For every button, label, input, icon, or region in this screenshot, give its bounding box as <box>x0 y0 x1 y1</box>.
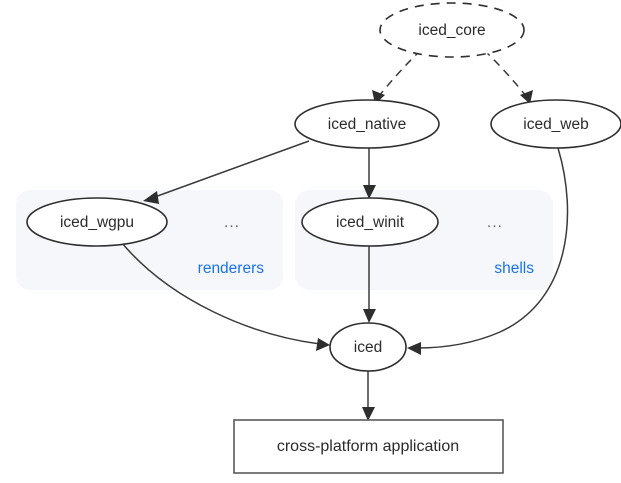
edge-wgpu-to-iced-arrowhead <box>316 338 330 351</box>
node-iced-native[interactable]: iced_native <box>294 99 440 149</box>
edge-web-to-iced-line <box>416 147 569 349</box>
edge-native-to-winit-arrowhead <box>363 185 376 199</box>
node-iced-web-shape[interactable] <box>490 99 621 149</box>
shells-more-indicator: ... <box>487 214 503 231</box>
node-iced-native-label: iced_native <box>328 116 406 133</box>
renderers-more-indicator: ... <box>224 214 240 231</box>
edge-web-to-iced <box>407 147 569 355</box>
edge-native-to-winit <box>363 148 376 199</box>
node-iced[interactable]: iced <box>329 322 407 372</box>
edge-wgpu-to-iced <box>121 242 330 351</box>
node-cross-platform-application[interactable]: cross-platform application <box>233 419 504 474</box>
edge-web-to-iced-arrowhead <box>407 342 421 355</box>
edge-core-to-web-line <box>483 49 527 97</box>
node-iced-wgpu-shape[interactable] <box>26 197 168 247</box>
cluster-shells-label: shells <box>494 260 534 277</box>
node-iced-native-shape[interactable] <box>294 99 440 149</box>
node-iced-winit-shape[interactable] <box>301 197 439 247</box>
node-iced-core[interactable]: iced_core <box>379 2 525 58</box>
edge-native-to-wgpu <box>143 140 310 204</box>
node-iced-label: iced <box>354 339 382 356</box>
node-iced-wgpu-label: iced_wgpu <box>60 214 134 231</box>
node-iced-web-label: iced_web <box>523 116 589 133</box>
node-cross-platform-application-label: cross-platform application <box>277 438 459 455</box>
node-iced-shape[interactable] <box>329 322 407 372</box>
node-iced-wgpu[interactable]: iced_wgpu <box>26 197 168 247</box>
node-iced-web[interactable]: iced_web <box>490 99 621 149</box>
node-iced-winit[interactable]: iced_winit <box>301 197 439 247</box>
edge-winit-to-iced-arrowhead <box>363 309 376 323</box>
edge-core-to-native-line <box>378 49 422 97</box>
node-iced-core-shape[interactable] <box>379 2 525 58</box>
node-iced-core-label: iced_core <box>418 22 485 39</box>
edge-iced-to-app-arrowhead <box>362 407 375 421</box>
edge-iced-to-app <box>362 371 375 421</box>
node-iced-winit-label: iced_winit <box>336 214 405 231</box>
edge-core-to-web-arrowhead <box>520 90 533 104</box>
edge-native-to-wgpu-arrowhead <box>143 191 159 204</box>
edge-core-to-native <box>372 49 422 104</box>
edge-wgpu-to-iced-line <box>121 242 321 345</box>
node-cross-platform-application-shape[interactable] <box>233 419 504 474</box>
edge-native-to-wgpu-line <box>151 140 310 199</box>
edge-winit-to-iced <box>363 246 376 323</box>
cluster-renderers-label: renderers <box>198 260 265 277</box>
edge-core-to-web <box>483 49 533 104</box>
